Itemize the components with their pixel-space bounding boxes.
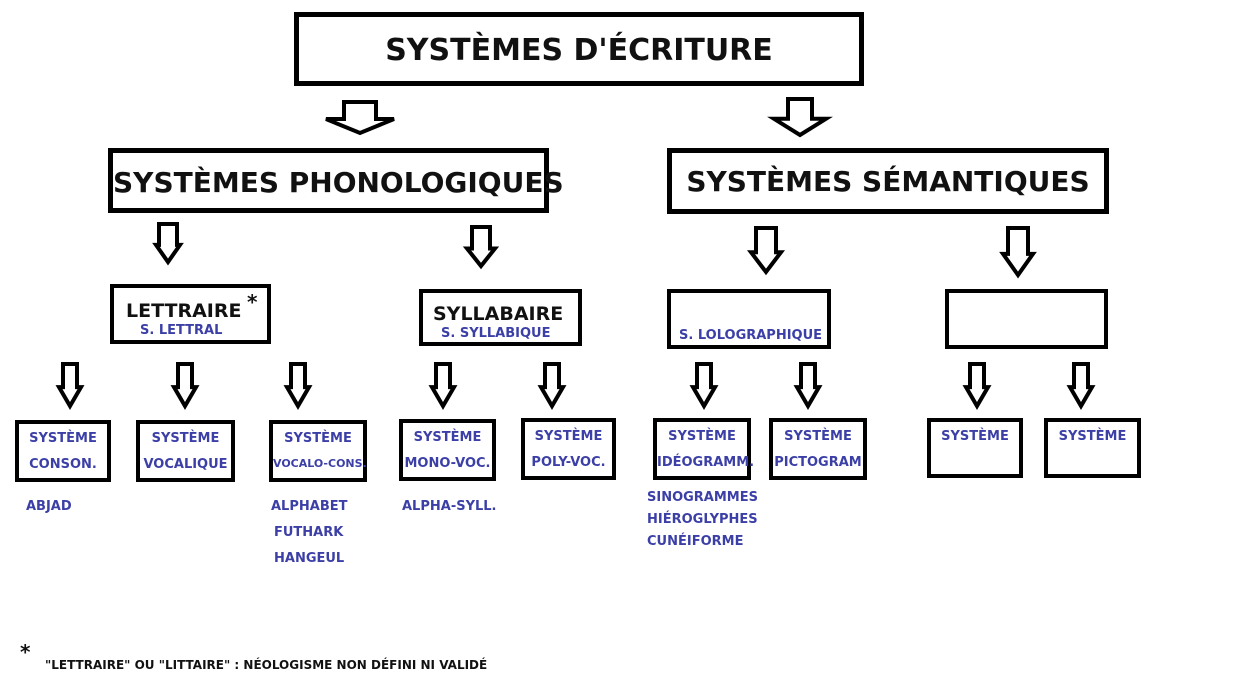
arrow-down-icon	[325, 100, 395, 136]
leaf-line-2: CONSON.	[29, 457, 97, 472]
node-label: SYSTÈMES PHONOLOGIQUES	[113, 166, 564, 199]
arrow-down-icon	[767, 97, 833, 138]
arrow-down-icon	[999, 226, 1037, 279]
example-label: HIÉROGLYPHES	[647, 512, 758, 527]
leaf-node: SYSTÈME VOCALO-CONS.	[269, 420, 367, 482]
node-sublabel: S. SYLLABIQUE	[441, 326, 551, 341]
leaf-node: SYSTÈME CONSON.	[15, 420, 111, 482]
arrow-down-icon	[55, 362, 85, 410]
node-empty	[945, 289, 1108, 349]
example-label: ALPHA-SYLL.	[402, 499, 497, 514]
example-label: ABJAD	[26, 499, 72, 514]
node-phonological: SYSTÈMES PHONOLOGIQUES	[108, 148, 564, 213]
leaf-line-1: SYSTÈME	[668, 429, 736, 444]
example-label: SINOGRAMMES	[647, 490, 758, 505]
arrow-down-icon	[170, 362, 200, 410]
leaf-line-1: SYSTÈME	[29, 431, 97, 446]
leaf-line-1: SYSTÈME	[413, 430, 482, 445]
leaf-line-2: PICTOGRAM	[774, 455, 862, 470]
node-label: LETTRAIRE	[126, 300, 242, 322]
node-label: SYLLABAIRE	[433, 303, 564, 325]
footnote-text: "LETTRAIRE" OU "LITTAIRE" : NÉOLOGISME N…	[45, 658, 488, 672]
leaf-node: SYSTÈME	[1044, 418, 1141, 478]
node-label: SYSTÈMES SÉMANTIQUES	[686, 165, 1090, 198]
example-label: CUNÉIFORME	[647, 534, 744, 549]
arrow-down-icon	[793, 362, 823, 410]
example-label: HANGEUL	[274, 551, 345, 566]
leaf-node: SYSTÈME	[927, 418, 1023, 478]
arrow-down-icon	[962, 362, 992, 410]
leaf-line-2: MONO-VOC.	[404, 456, 491, 471]
leaf-line-1: SYSTÈME	[941, 429, 1009, 444]
node-syllabaire: SYLLABAIRE S. SYLLABIQUE	[419, 289, 582, 346]
leaf-node: SYSTÈME MONO-VOC.	[399, 419, 496, 481]
diagram-title: SYSTÈMES D'ÉCRITURE	[385, 33, 773, 68]
node-lolographique: S. LOLOGRAPHIQUE	[667, 289, 831, 349]
footnote-mark: *	[20, 640, 31, 664]
leaf-line-2: VOCALO-CONS.	[273, 457, 367, 470]
example-label: ALPHABET	[271, 499, 348, 514]
leaf-node: SYSTÈME VOCALIQUE	[136, 420, 235, 482]
leaf-line-1: SYSTÈME	[1058, 429, 1127, 444]
leaf-node: SYSTÈME POLY-VOC.	[521, 418, 616, 480]
asterisk: *	[247, 290, 258, 314]
arrow-down-icon	[746, 226, 786, 276]
example-label: FUTHARK	[274, 525, 344, 540]
root-node: SYSTÈMES D'ÉCRITURE	[294, 12, 864, 86]
arrow-down-icon	[428, 362, 458, 410]
leaf-line-1: SYSTÈME	[151, 431, 220, 446]
leaf-node: SYSTÈME PICTOGRAM	[769, 418, 867, 480]
arrow-down-icon	[462, 225, 500, 270]
leaf-line-2: VOCALIQUE	[143, 457, 228, 472]
arrow-down-icon	[283, 362, 313, 410]
leaf-line-1: SYSTÈME	[534, 429, 603, 444]
leaf-line-1: SYSTÈME	[284, 431, 352, 446]
arrow-down-icon	[1066, 362, 1096, 410]
node-sublabel: S. LETTRAL	[140, 323, 223, 338]
arrow-down-icon	[689, 362, 719, 410]
node-lettraire: LETTRAIRE * S. LETTRAL	[110, 284, 271, 344]
leaf-line-2: IDÉOGRAMM.	[657, 455, 755, 470]
arrow-down-icon	[537, 362, 567, 410]
arrow-down-icon	[152, 222, 184, 266]
leaf-node: SYSTÈME IDÉOGRAMM.	[653, 418, 755, 480]
leaf-line-2: POLY-VOC.	[531, 455, 606, 470]
node-sublabel: S. LOLOGRAPHIQUE	[679, 328, 823, 343]
leaf-line-1: SYSTÈME	[784, 429, 852, 444]
node-semantic: SYSTÈMES SÉMANTIQUES	[667, 148, 1109, 214]
